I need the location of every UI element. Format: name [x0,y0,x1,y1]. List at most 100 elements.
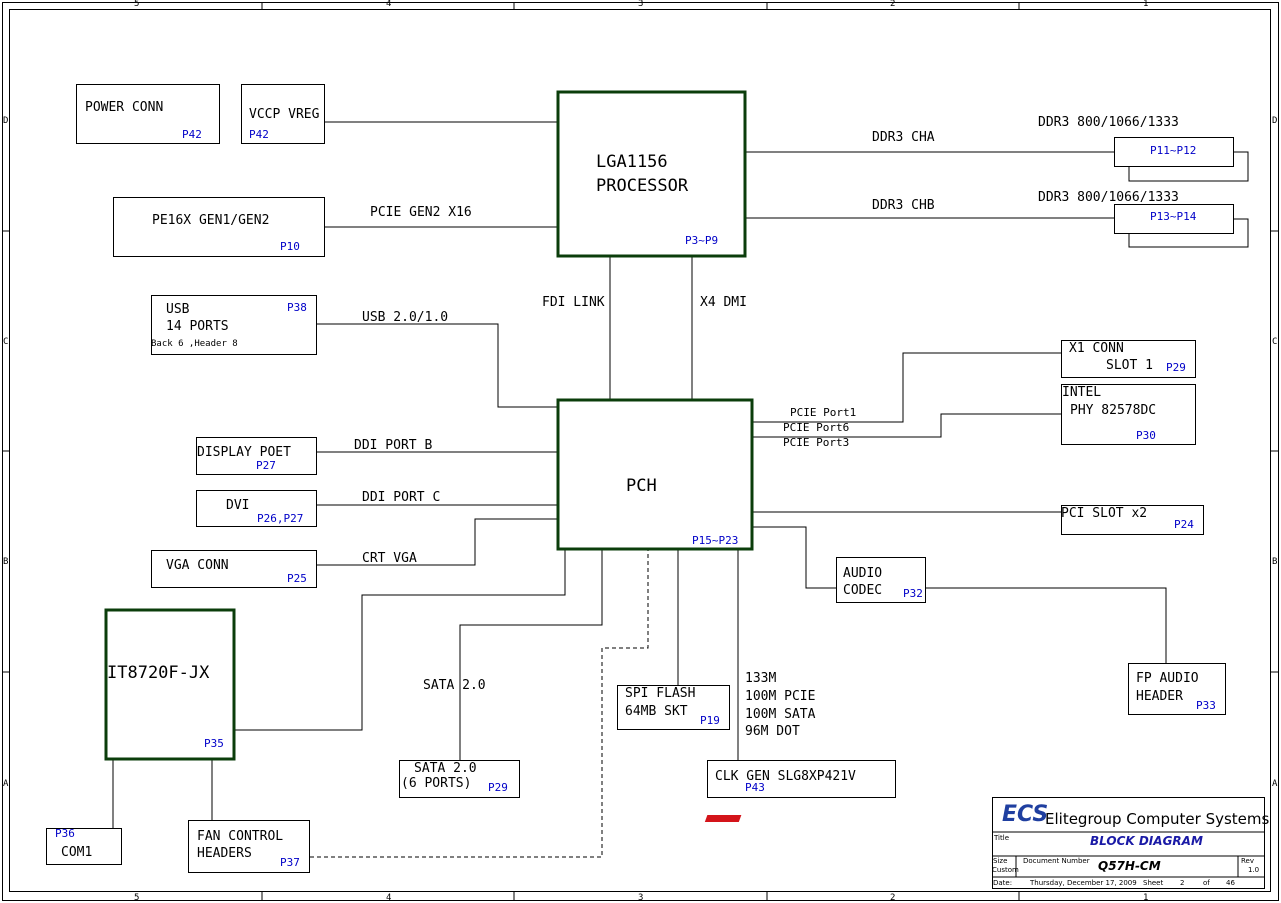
x1-conn-label-2: SLOT 1 [1106,358,1153,373]
audio-box [836,557,926,603]
revision: 1.0 [1248,866,1260,874]
col-label-5: 5 [134,0,140,9]
intel-phy-box [1061,384,1196,445]
sheet-total: 46 [1226,879,1235,887]
intel-phy-label-2: PHY 82578DC [1070,403,1157,418]
spi-box [617,685,730,730]
col-label-2-bottom: 2 [890,893,896,903]
rev-field-label: Rev [1241,857,1254,865]
wire-usb [317,323,557,408]
x4-dmi-label: X4 DMI [700,295,747,310]
row-label-d-right: D [1272,116,1278,126]
pci-slot-page: P24 [1174,518,1194,531]
pch-page: P15~P23 [692,534,739,547]
title-field-label: Title [994,834,1010,842]
ddr3-speed-a-label: DDR3 800/1066/1333 [1038,115,1179,130]
dvi-label: DVI [226,498,250,513]
size-field-label: Size [993,857,1008,865]
sata-box-label-1: SATA 2.0 [414,761,477,776]
sheet-title: BLOCK DIAGRAM [1090,834,1203,848]
spi-label-2: 64MB SKT [625,704,688,719]
usb-page: P38 [287,301,307,314]
pch-label: PCH [626,476,657,496]
x1-conn-page: P29 [1166,361,1186,374]
processor-page: P3~P9 [685,234,719,247]
audio-page: P32 [903,587,923,600]
clk-133m-label: 133M [745,671,777,686]
logo-red-swoosh [704,815,742,822]
sata-box-label-2: (6 PORTS) [401,776,472,791]
sata-box [399,760,520,798]
row-label-b: B [3,557,9,567]
fp-audio-label-1: FP AUDIO [1136,671,1199,686]
company-name: Elitegroup Computer Systems [1045,810,1270,828]
wire-crt-vga [317,518,557,566]
block-outlines [46,84,1249,873]
sheet-field-label: Sheet [1143,879,1164,887]
row-label-c-right: C [1272,337,1278,347]
clk-100m-pcie-label: 100M PCIE [745,689,816,704]
col-label-1-bottom: 1 [1143,893,1149,903]
pe16x-box [113,197,325,257]
fp-audio-page: P33 [1196,699,1216,712]
wire-fp-audio [926,587,1167,663]
ddr3-chb-label: DDR3 CHB [872,198,935,213]
dimm-a-page: P11~P12 [1150,144,1197,157]
wire-fan-dashed [310,550,649,858]
chip-outlines [104,90,754,761]
dimm-b-page: P13~P14 [1150,210,1197,223]
col-label-4: 4 [386,0,392,9]
ddr3-cha-label: DDR3 CHA [872,130,935,145]
sheet-date: Thursday, December 17, 2009 [1030,879,1137,887]
processor-label-2: PROCESSOR [596,176,689,196]
dvi-page: P26,P27 [257,512,304,525]
fan-label-1: FAN CONTROL [197,829,284,844]
date-field-label: Date: [993,879,1013,887]
row-label-c: C [3,337,9,347]
vccp-vreg-box [241,84,325,144]
vga-box [151,550,317,588]
fan-label-2: HEADERS [197,846,252,861]
dimm-b-shadow [1128,218,1249,248]
sheet-number: 2 [1180,879,1185,887]
clk-gen-page: P43 [745,781,765,794]
power-conn-box [76,84,220,144]
fan-page: P37 [280,856,300,869]
row-label-a: A [3,779,9,789]
vccp-vreg-page: P42 [249,128,269,141]
audio-label-2: CODEC [843,583,883,598]
dvi-box [196,490,317,527]
power-conn-page: P42 [182,128,202,141]
col-label-4-bottom: 4 [386,893,392,903]
wire-audio [753,526,836,589]
pe16x-label: PE16X GEN1/GEN2 [152,213,270,228]
clk-96m-dot-label: 96M DOT [745,724,800,739]
of-label: of [1203,879,1210,887]
col-label-1: 1 [1143,0,1149,9]
pci-slot-label: PCI SLOT x2 [1061,506,1148,521]
ecs-logo-mark [704,815,742,822]
wire-x1-conn [753,352,1061,423]
title-block-lines [992,797,1265,889]
dimm-a-shadow [1128,151,1249,182]
col-label-5-bottom: 5 [134,893,140,903]
x1-conn-label-1: X1 CONN [1069,341,1124,356]
wire-sata [459,550,603,760]
pch-box [556,398,754,551]
intel-phy-page: P30 [1136,429,1156,442]
display-label: DISPLAY POET [197,445,291,460]
pcie-port1-label: PCIE Port1 [790,406,857,419]
vga-label: VGA CONN [166,558,229,573]
power-conn-label: POWER CONN [85,100,164,115]
fdi-link-label: FDI LINK [542,295,605,310]
it8720-label: IT8720F-JX [107,663,210,683]
pcie-port6-label: PCIE Port6 [783,421,850,434]
document-number: Q57H-CM [1098,859,1161,873]
x1-conn-box [1061,340,1196,378]
row-label-d: D [3,116,9,126]
usb-label-1: USB [166,302,190,317]
usb-box [151,295,317,355]
net-lines [112,121,1167,858]
ddi-port-c-label: DDI PORT C [362,490,441,505]
